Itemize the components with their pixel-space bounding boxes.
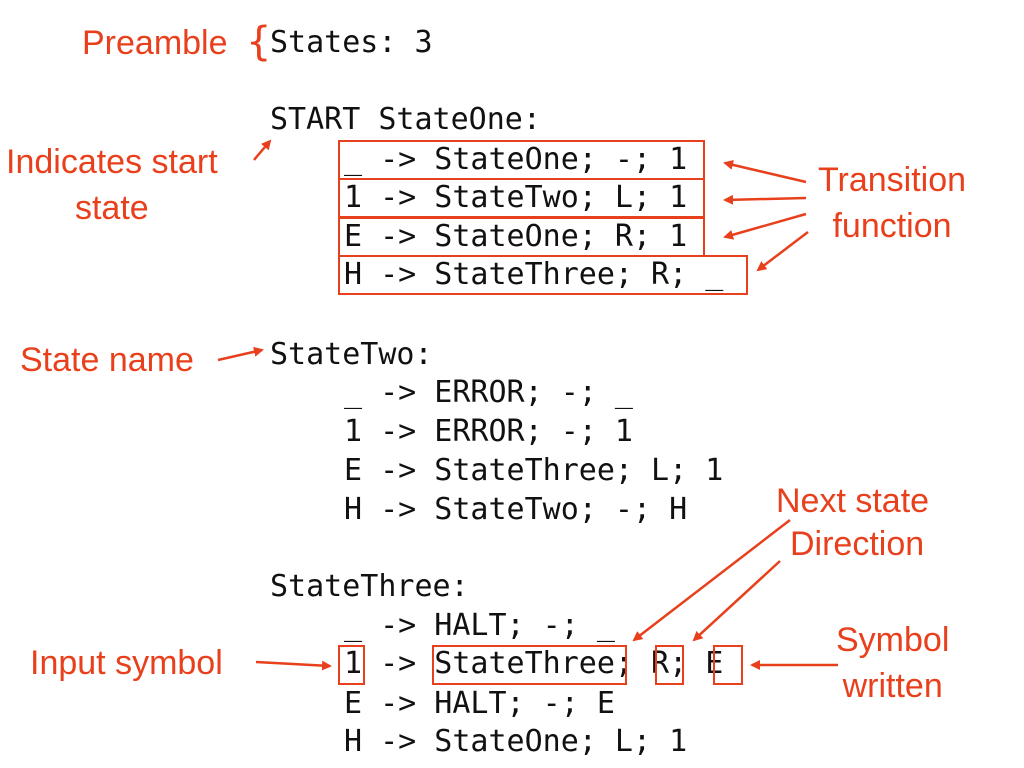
state-three-header: StateThree: <box>270 569 469 604</box>
start-state-header: START StateOne: <box>270 102 541 137</box>
state-two-rule: _ -> ERROR; -; _ <box>344 375 633 410</box>
state-three-rule: H -> StateOne; L; 1 <box>344 724 688 759</box>
state-one-rule: E -> StateOne; R; 1 <box>344 219 688 254</box>
state-three-rule: E -> HALT; -; E <box>344 686 615 721</box>
arrow-icon <box>255 660 332 671</box>
arrow-icon <box>692 560 781 642</box>
direction-label: Direction <box>790 525 925 563</box>
symbol-written-box <box>713 645 743 685</box>
next-state-box <box>432 645 627 685</box>
symbol-written-label: Symbol written <box>836 621 950 705</box>
arrow-icon <box>632 519 791 642</box>
state-one-rule: _ -> StateOne; -; 1 <box>344 142 688 177</box>
arrow-icon <box>253 139 272 161</box>
arrow-icon <box>756 231 809 272</box>
next-state-label: Next state <box>776 482 930 520</box>
state-two-header: StateTwo: <box>270 337 433 372</box>
state-one-rule: H -> StateThree; R; _ <box>344 257 724 292</box>
state-two-rule: H -> StateTwo; -; H <box>344 492 688 527</box>
preamble-line: States: 3 <box>270 25 433 60</box>
arrow-icon <box>723 194 807 205</box>
preamble-brace: { <box>246 19 272 65</box>
indicates-start-label: Indicates start state <box>6 143 218 227</box>
state-two-rule: E -> StateThree; L; 1 <box>344 453 724 488</box>
arrow-icon <box>723 159 807 184</box>
arrow-icon <box>217 346 264 362</box>
transition-highlight-box <box>338 255 748 295</box>
transition-function-label: Transition function <box>818 161 967 245</box>
state-name-label: State name <box>20 341 194 379</box>
input-symbol-label: Input symbol <box>30 644 223 682</box>
input-symbol-box <box>338 645 365 685</box>
state-two-rule: 1 -> ERROR; -; 1 <box>344 414 633 449</box>
state-one-rule: 1 -> StateTwo; L; 1 <box>344 180 688 215</box>
preamble-label: Preamble <box>82 24 228 62</box>
state-three-rule: 1 -> StateThree; R; E <box>344 646 724 681</box>
arrow-icon <box>723 212 807 240</box>
direction-box <box>655 645 684 685</box>
state-three-rule: _ -> HALT; -; _ <box>344 608 615 643</box>
